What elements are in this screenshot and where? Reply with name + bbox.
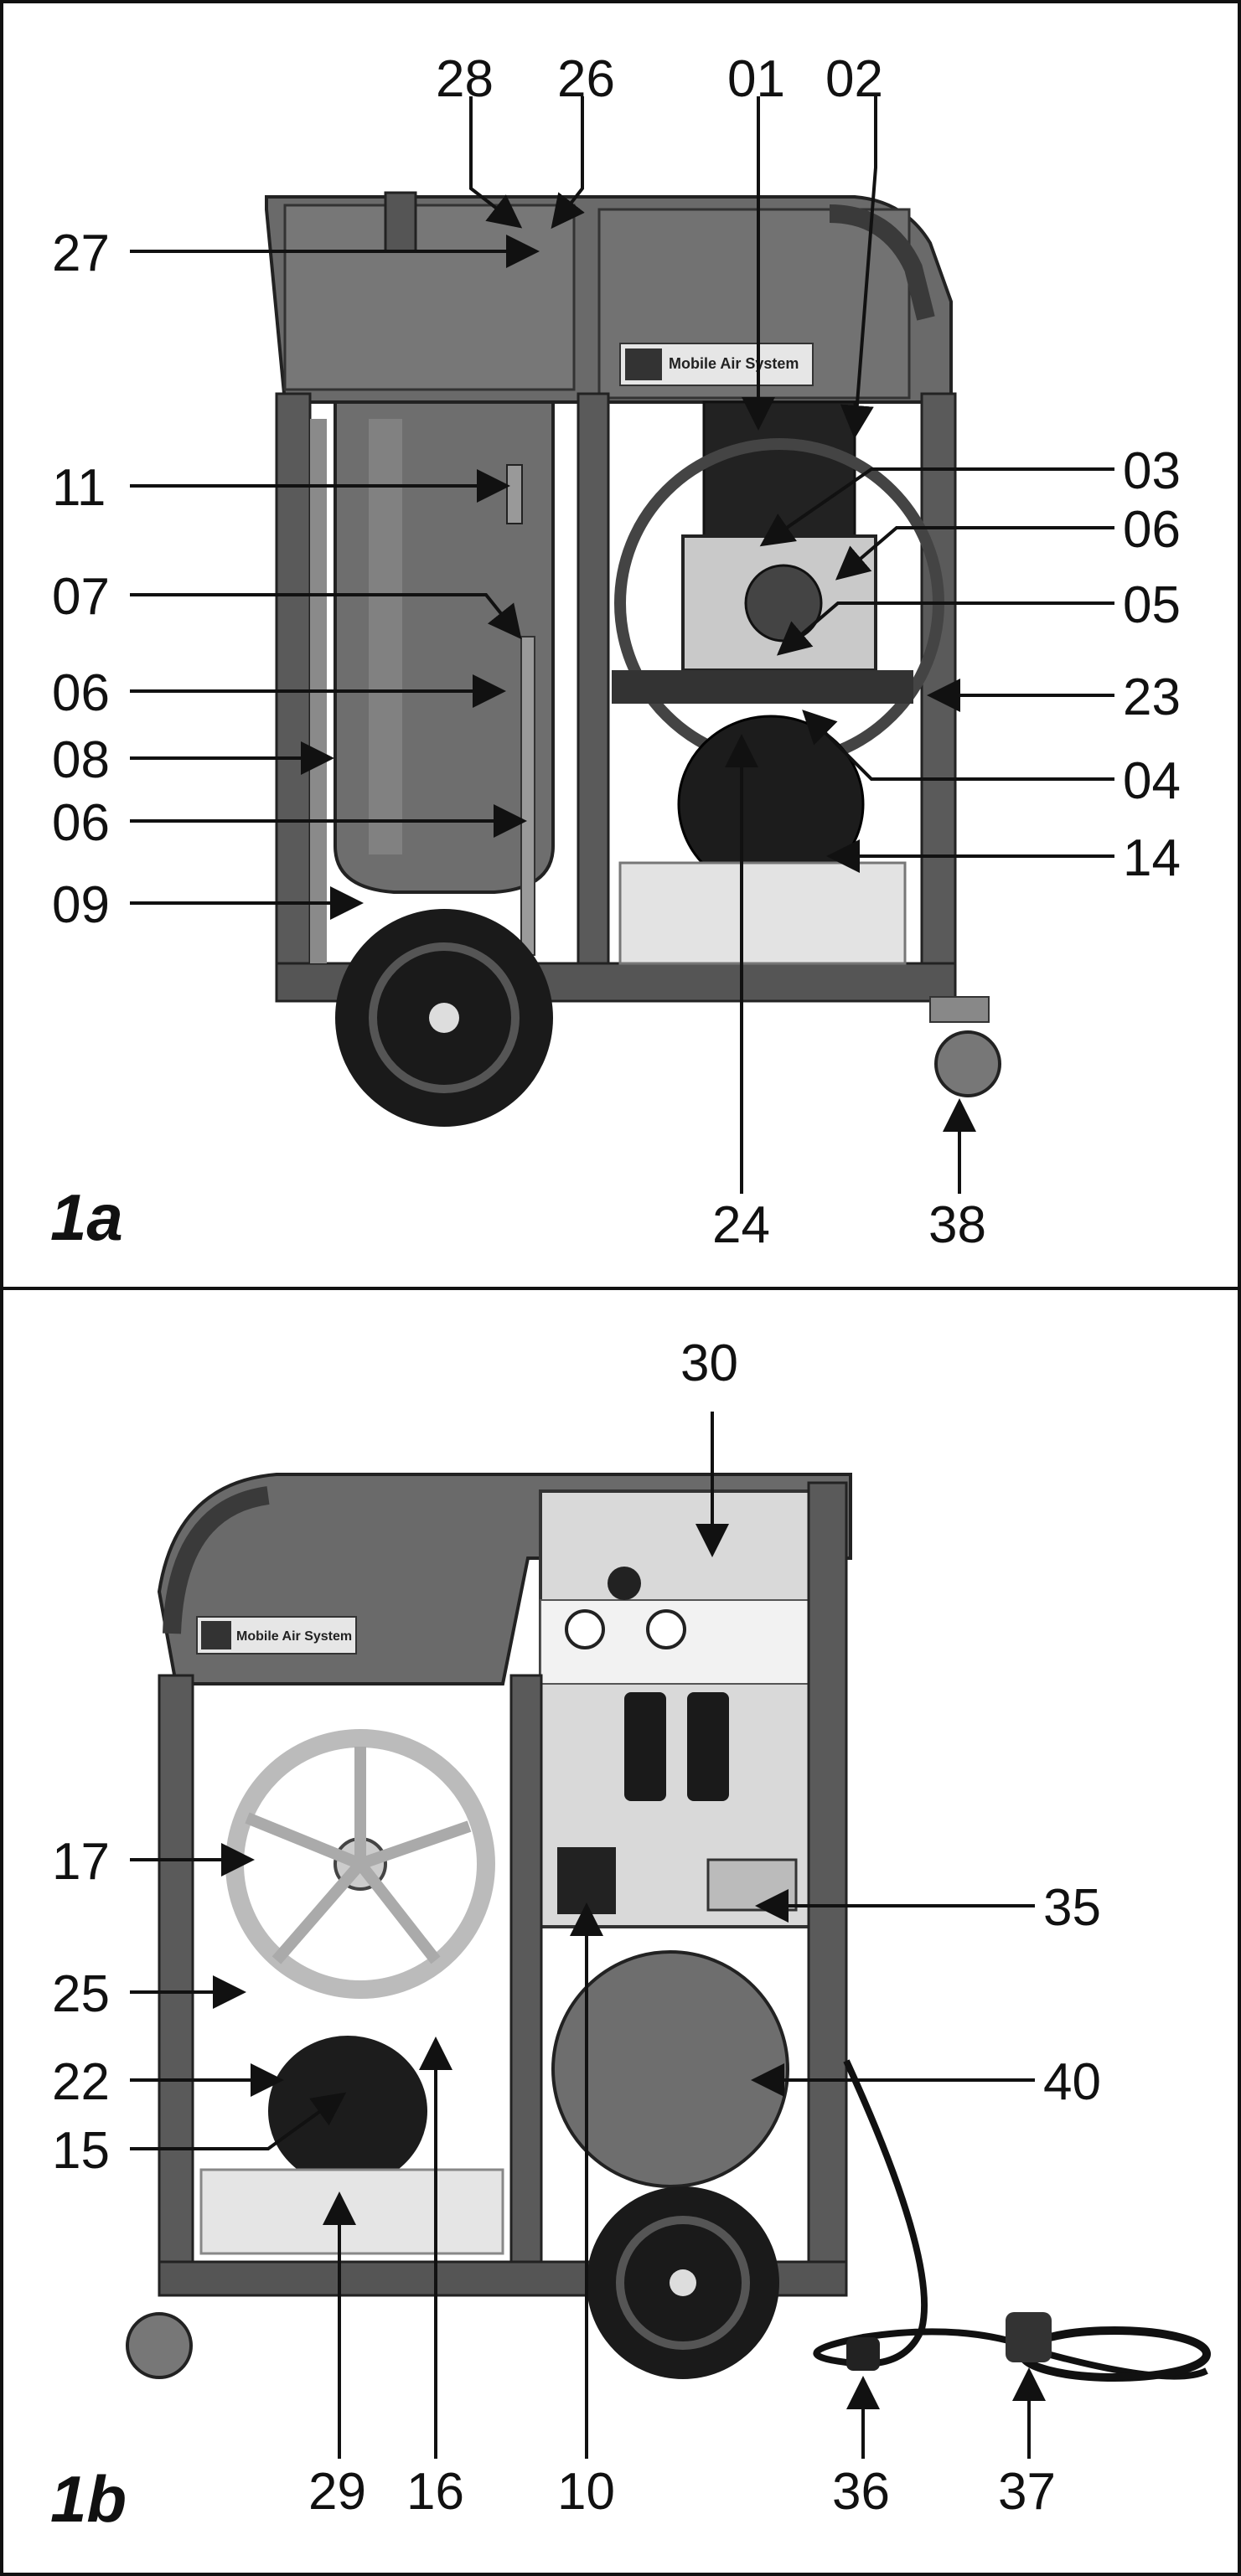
flywheel-spokes	[245, 1747, 472, 1964]
brand-badge-logo	[625, 348, 662, 380]
callout-25: 25	[52, 1965, 110, 2023]
leader-lines-1b	[130, 1412, 1046, 2459]
left-frame-post-b	[158, 1674, 194, 2297]
leader-07	[130, 593, 522, 640]
spoke-2	[358, 1820, 472, 1870]
leader-06-right	[835, 526, 1114, 581]
leader-26	[551, 96, 585, 230]
leader-04	[802, 710, 1114, 781]
compressor-side-view: Mobile Air System	[265, 191, 1001, 1127]
crankcase-cover	[744, 564, 823, 643]
center-frame-post	[577, 392, 610, 999]
callout-06-right: 06	[1123, 501, 1181, 559]
callout-38: 38	[928, 1196, 986, 1254]
leader-03	[759, 467, 1114, 547]
callout-30: 30	[680, 1334, 738, 1392]
leader-lines-1a	[130, 96, 1114, 1194]
cylinder-head	[702, 400, 856, 538]
callout-37: 37	[998, 2463, 1056, 2521]
callout-09: 09	[52, 876, 110, 934]
cover-handle-b	[163, 1486, 270, 1634]
callout-27: 27	[52, 225, 110, 282]
tank-pipe	[520, 636, 535, 956]
panel-label-1b: 1b	[50, 2462, 127, 2536]
callout-15: 15	[52, 2122, 110, 2180]
callout-40: 40	[1043, 2053, 1101, 2111]
callout-04: 04	[1123, 752, 1181, 810]
leader-15	[130, 2092, 347, 2150]
brand-badge-b-text: Mobile Air System	[236, 1629, 352, 1644]
left-cover-panel	[283, 204, 576, 391]
callouts-1b: 30 17 35 25 22 40 15 29 16 10 36 37	[52, 1334, 1101, 2521]
power-cable	[813, 2059, 1208, 2380]
spoke-5	[245, 1812, 363, 1870]
compressor-front-view: Mobile Air System	[126, 1473, 1211, 2382]
center-frame-post-b	[509, 1674, 543, 2297]
switch-box	[557, 1847, 616, 1914]
callout-05: 05	[1123, 576, 1181, 634]
pressure-gauge-left	[565, 1609, 605, 1649]
panel-1a: Mobile Air System	[0, 0, 1241, 1290]
callout-36: 36	[832, 2463, 890, 2521]
plug-37	[1006, 2312, 1052, 2362]
caster-wheel-b	[126, 2312, 193, 2379]
pressure-regulator-knob	[608, 1567, 641, 1600]
caster-wheel	[934, 1030, 1001, 1097]
tank-valve-11	[506, 464, 523, 524]
hour-meter	[706, 1858, 798, 1912]
callout-08: 08	[52, 731, 110, 789]
large-wheel-b-hub	[670, 2269, 696, 2296]
motor-base-block	[618, 861, 907, 965]
callout-03: 03	[1123, 442, 1181, 500]
leader-28	[469, 96, 523, 229]
brand-badge-b-logo	[201, 1621, 231, 1649]
spoke-4	[271, 1860, 365, 1964]
panel-label-1a: 1a	[50, 1180, 123, 1254]
right-frame-post-b	[807, 1481, 848, 2297]
leader-05	[776, 601, 1114, 656]
callout-28: 28	[436, 50, 494, 108]
motor-support-bracket	[612, 670, 913, 704]
callout-29: 29	[308, 2463, 366, 2521]
cover-latch	[384, 191, 417, 253]
plug-36	[846, 2337, 880, 2371]
tank-highlight	[369, 419, 402, 854]
filter-left	[624, 1692, 666, 1801]
pressure-gauge-right	[646, 1609, 686, 1649]
drip-tray	[199, 2168, 504, 2255]
leader-02	[840, 96, 877, 439]
panel-1b: Mobile Air System	[0, 1287, 1241, 2576]
callout-22: 22	[52, 2053, 110, 2111]
cover-handle	[829, 204, 935, 321]
callout-06-low: 06	[52, 794, 110, 852]
tank-end-cap	[551, 1950, 789, 2188]
large-wheel-hub	[429, 1003, 459, 1033]
callout-16: 16	[406, 2463, 464, 2521]
callout-24: 24	[712, 1196, 770, 1254]
spoke-3	[355, 1860, 441, 1964]
callout-06-mid: 06	[52, 664, 110, 722]
callout-07: 07	[52, 568, 110, 626]
callout-14: 14	[1123, 829, 1181, 887]
callout-11: 11	[52, 459, 106, 517]
caster-bracket	[929, 996, 990, 1023]
large-wheel-b-rim	[616, 2216, 750, 2350]
motor-b	[268, 2036, 427, 2186]
callouts-1a: 28 26 01 02 27 11 03 06 07 05 06 23 08 0…	[52, 50, 1181, 1254]
callout-02: 02	[825, 50, 883, 108]
callout-01: 01	[727, 50, 785, 108]
callout-17: 17	[52, 1833, 110, 1891]
callout-35: 35	[1043, 1879, 1101, 1937]
callout-26: 26	[557, 50, 615, 108]
brand-badge-text: Mobile Air System	[669, 355, 799, 372]
large-wheel-rim	[369, 942, 520, 1093]
filter-right	[687, 1692, 729, 1801]
callout-10: 10	[557, 2463, 615, 2521]
callout-23: 23	[1123, 669, 1181, 726]
